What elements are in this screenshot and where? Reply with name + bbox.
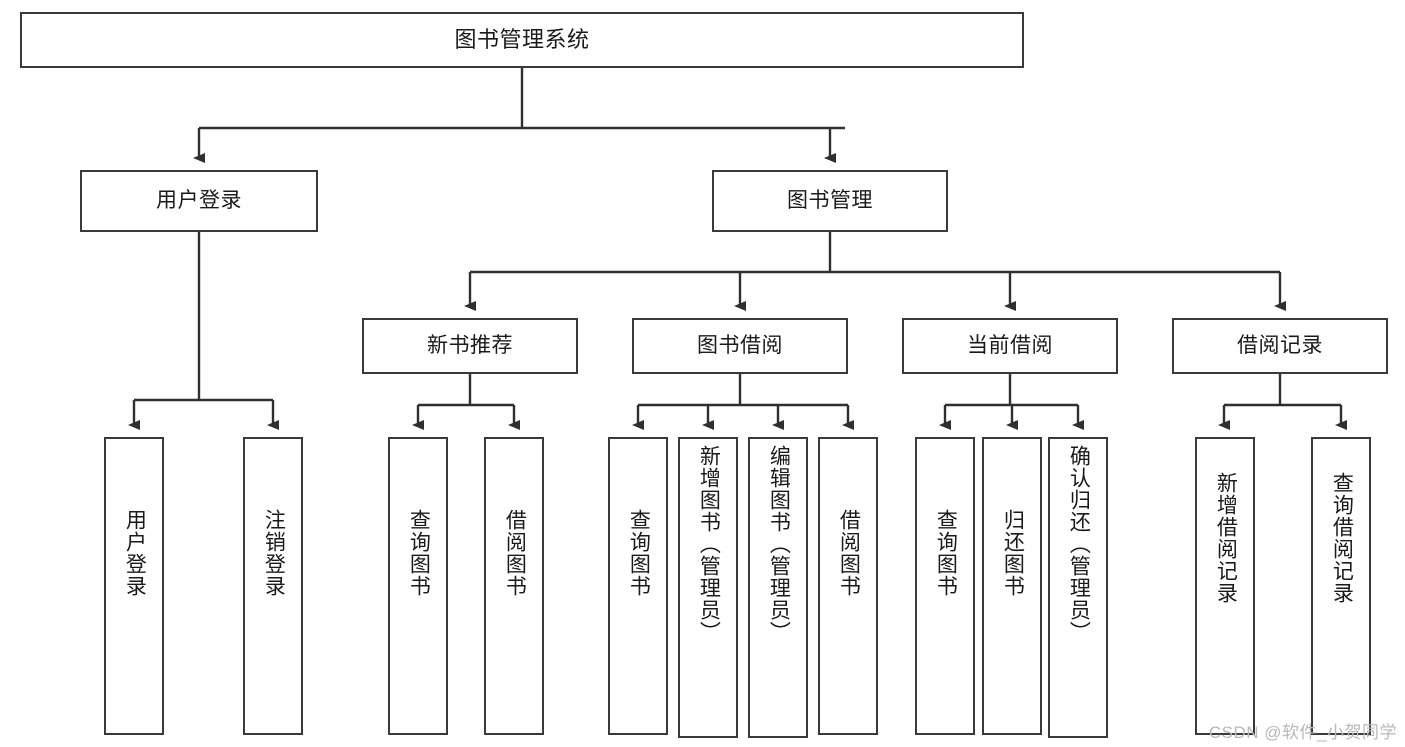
leaf-query-book-2[interactable]: 查询图书	[608, 437, 668, 735]
node-root-system[interactable]: 图书管理系统	[20, 12, 1024, 68]
leaf-borrow-book-2[interactable]: 借阅图书	[818, 437, 878, 735]
watermark-text: CSDN @软件_小贺同学	[1208, 723, 1397, 742]
leaf-edit-book-admin[interactable]: 编辑图书（管理员）	[748, 437, 808, 738]
node-book-borrow-label: 图书借阅	[697, 334, 783, 358]
leaf-add-borrow-record[interactable]: 新增借阅记录	[1195, 437, 1255, 735]
leaf-return-book-label: 归还图书	[1001, 509, 1025, 597]
node-borrow-record[interactable]: 借阅记录	[1172, 318, 1388, 374]
leaf-logout[interactable]: 注销登录	[243, 437, 303, 735]
node-new-book-recommend-label: 新书推荐	[427, 334, 513, 358]
leaf-user-login-label: 用户登录	[123, 509, 147, 597]
leaf-borrow-book-1-label: 借阅图书	[503, 509, 527, 597]
leaf-add-borrow-record-label: 新增借阅记录	[1214, 472, 1238, 604]
node-book-management[interactable]: 图书管理	[712, 170, 948, 232]
leaf-query-book-1[interactable]: 查询图书	[388, 437, 448, 735]
node-current-borrow-label: 当前借阅	[967, 334, 1053, 358]
leaf-query-book-1-label: 查询图书	[407, 509, 431, 597]
node-root-system-label: 图书管理系统	[454, 26, 590, 52]
leaf-confirm-return-admin[interactable]: 确认归还（管理员）	[1048, 437, 1108, 738]
node-book-management-label: 图书管理	[787, 189, 873, 213]
leaf-borrow-book-1[interactable]: 借阅图书	[484, 437, 544, 735]
leaf-confirm-return-admin-label: 确认归还（管理员）	[1067, 445, 1091, 643]
node-user-login[interactable]: 用户登录	[80, 170, 318, 232]
node-new-book-recommend[interactable]: 新书推荐	[362, 318, 578, 374]
node-current-borrow[interactable]: 当前借阅	[902, 318, 1118, 374]
leaf-query-borrow-record[interactable]: 查询借阅记录	[1311, 437, 1371, 735]
leaf-add-book-admin[interactable]: 新增图书（管理员）	[678, 437, 738, 738]
leaf-borrow-book-2-label: 借阅图书	[837, 509, 861, 597]
leaf-user-login[interactable]: 用户登录	[104, 437, 164, 735]
leaf-add-book-admin-label: 新增图书（管理员）	[697, 445, 721, 643]
node-book-borrow[interactable]: 图书借阅	[632, 318, 848, 374]
node-borrow-record-label: 借阅记录	[1237, 334, 1323, 358]
leaf-logout-label: 注销登录	[262, 509, 286, 597]
leaf-edit-book-admin-label: 编辑图书（管理员）	[767, 445, 791, 643]
leaf-query-book-3-label: 查询图书	[934, 509, 958, 597]
leaf-query-book-3[interactable]: 查询图书	[915, 437, 975, 735]
leaf-return-book[interactable]: 归还图书	[982, 437, 1042, 735]
leaf-query-book-2-label: 查询图书	[627, 509, 651, 597]
node-user-login-label: 用户登录	[156, 189, 242, 213]
leaf-query-borrow-record-label: 查询借阅记录	[1330, 472, 1354, 604]
